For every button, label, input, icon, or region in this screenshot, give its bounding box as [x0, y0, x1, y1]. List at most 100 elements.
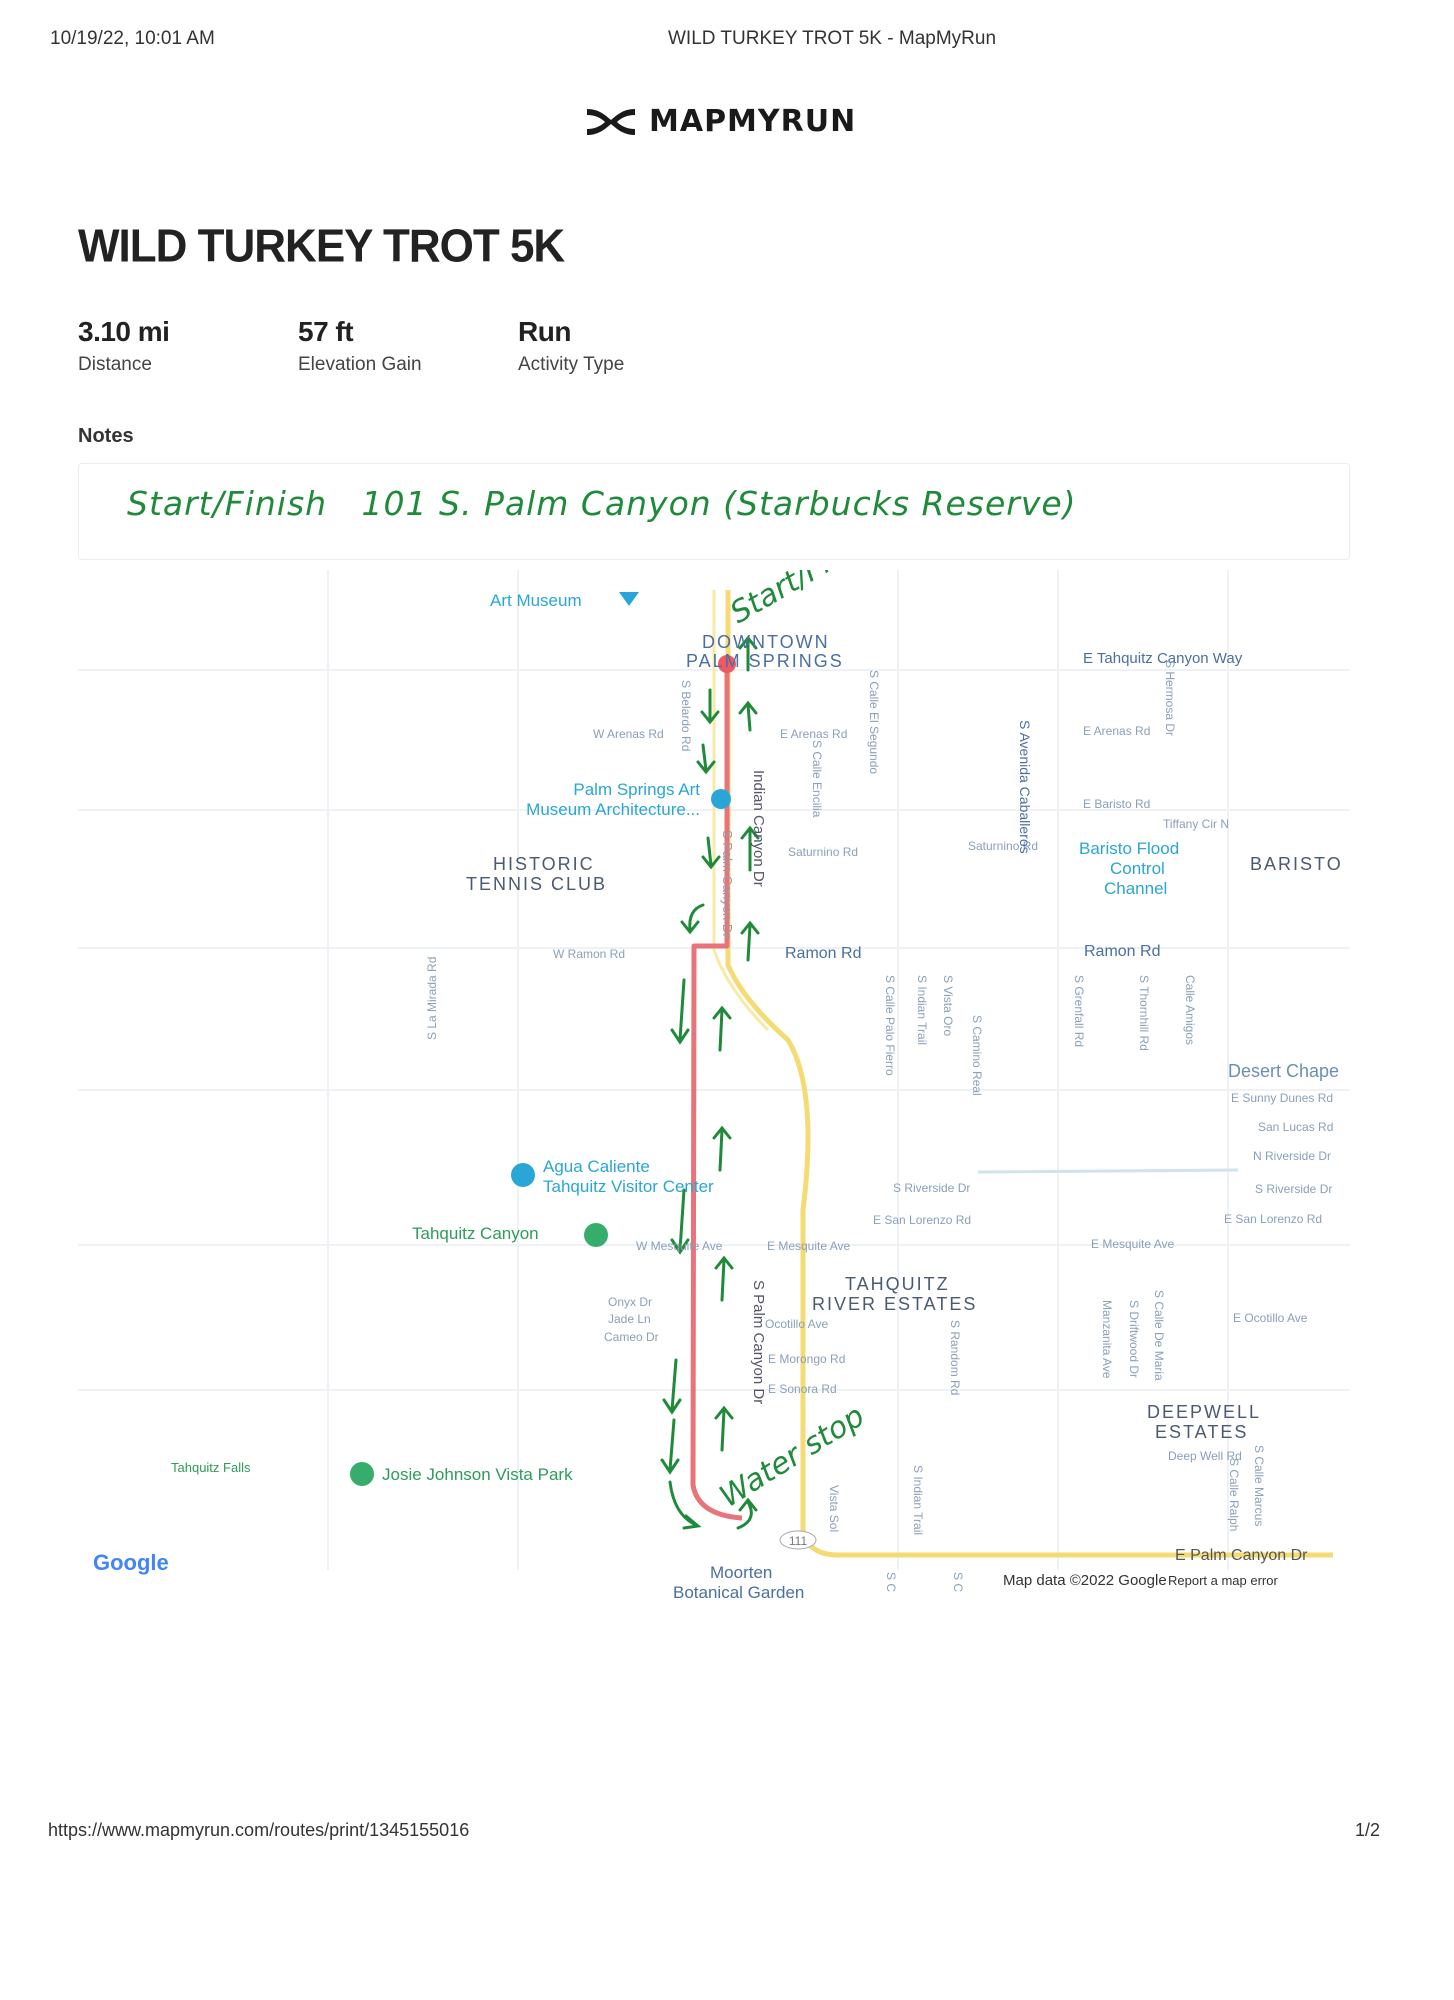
place-label: HISTORIC: [493, 854, 595, 874]
street-label: S Riverside Dr: [893, 1181, 970, 1195]
street-label: S C: [951, 1572, 965, 1592]
stat-label: Distance: [78, 354, 152, 375]
place-label: ESTATES: [1155, 1422, 1248, 1442]
place-label[interactable]: Agua Caliente: [543, 1157, 650, 1176]
street-label: E Ocotillo Ave: [1233, 1311, 1308, 1325]
stat-distance: 3.10 mi Distance: [78, 316, 170, 376]
street-label: E San Lorenzo Rd: [1224, 1212, 1322, 1226]
notes-box: Start/Finish 101 S. Palm Canyon (Starbuc…: [78, 463, 1350, 560]
route-map[interactable]: 111 Start/Finish Water stop: [78, 570, 1350, 1600]
place-label[interactable]: Tahquitz Visitor Center: [543, 1177, 714, 1196]
visitor-center-icon[interactable]: [511, 1163, 535, 1187]
street-label: S Palm Canyon Dr: [750, 1280, 767, 1404]
street-labels: E Tahquitz Canyon Way W Arenas Rd E Aren…: [553, 650, 1333, 1564]
print-page-title: WILD TURKEY TROT 5K - MapMyRun: [668, 28, 997, 49]
street-label: San Lucas Rd: [1258, 1120, 1333, 1134]
street-label: W Mesquite Ave: [636, 1239, 723, 1253]
street-label: Manzanita Ave: [1100, 1300, 1114, 1379]
street-label: S Hermosa Dr: [1163, 660, 1177, 736]
place-label: PALM SPRINGS: [686, 651, 844, 671]
street-label: S Indian Trail: [911, 1465, 925, 1535]
street-label: S Indian Trail: [915, 975, 929, 1045]
park-icon[interactable]: [584, 1223, 608, 1247]
place-label: TENNIS CLUB: [466, 874, 607, 894]
street-label: S Grenfall Rd: [1072, 975, 1086, 1047]
street-label: Saturnino Rd: [968, 839, 1038, 853]
street-label: S Calle De Maria: [1152, 1290, 1166, 1381]
street-label: Vista Sol: [827, 1485, 841, 1532]
under-armour-logo-icon: [587, 108, 635, 135]
print-datetime: 10/19/22, 10:01 AM: [50, 28, 215, 49]
route-title: WILD TURKEY TROT 5K: [78, 220, 565, 273]
map-data-attribution: Map data ©2022 Google: [1003, 1572, 1167, 1589]
report-map-error-link[interactable]: Report a map error: [1168, 1573, 1278, 1588]
route-line: [690, 664, 743, 1521]
street-label: Deep Well Rd: [1168, 1449, 1242, 1463]
street-label: Cameo Dr: [604, 1330, 659, 1344]
art-museum-icon[interactable]: [619, 592, 639, 606]
park-icon[interactable]: [350, 1462, 374, 1486]
route-arrows: [660, 635, 760, 1530]
stat-value: 57 ft: [298, 316, 354, 347]
street-label: Saturnino Rd: [788, 845, 858, 859]
stat-activity-type: Run Activity Type: [518, 316, 624, 376]
vertical-street-labels: Indian Canyon Dr S Palm Canyon Dr S Palm…: [425, 660, 1266, 1592]
place-label[interactable]: Baristo Flood: [1079, 839, 1179, 858]
street-label: Ramon Rd: [785, 945, 861, 962]
stat-value: Run: [518, 316, 571, 347]
street-label: E Palm Canyon Dr: [1175, 1547, 1308, 1564]
street-label: E Mesquite Ave: [1091, 1237, 1174, 1251]
street-label: Ramon Rd: [1084, 943, 1160, 960]
place-label[interactable]: Tahquitz Falls: [171, 1460, 251, 1475]
street-label: S Calle El Segundo: [867, 670, 881, 774]
map-svg[interactable]: 111 Start/Finish Water stop: [78, 570, 1350, 1600]
place-label[interactable]: Museum Architecture...: [526, 800, 700, 819]
street-label: 111: [789, 1534, 808, 1548]
stat-label: Activity Type: [518, 354, 625, 375]
place-label: Moorten: [710, 1563, 772, 1582]
place-label[interactable]: Control: [1110, 859, 1165, 878]
place-label[interactable]: Josie Johnson Vista Park: [382, 1465, 573, 1484]
place-label: DEEPWELL: [1147, 1402, 1261, 1422]
place-label[interactable]: Channel: [1104, 879, 1167, 898]
street-label: S Avenida Caballeros: [1017, 720, 1033, 854]
stat-label: Elevation Gain: [298, 354, 422, 375]
street-label: E Baristo Rd: [1083, 797, 1150, 811]
street-label: S Palm Canyon Dr: [720, 830, 735, 938]
place-label[interactable]: Tahquitz Canyon: [412, 1224, 539, 1243]
start-marker[interactable]: [718, 655, 736, 673]
handwritten-note: Start/Finish 101 S. Palm Canyon (Starbuc…: [127, 484, 1077, 523]
street-label: S Riverside Dr: [1255, 1182, 1332, 1196]
street-label: S Calle Palo Fierro: [883, 975, 897, 1076]
street-label: E Sunny Dunes Rd: [1231, 1091, 1333, 1105]
print-page-number: 1/2: [1355, 1820, 1381, 1840]
museum-icon[interactable]: [711, 789, 731, 809]
street-label: S C: [884, 1572, 898, 1592]
place-label: Botanical Garden: [673, 1583, 804, 1600]
street-label: S Belardo Rd: [679, 680, 693, 751]
street-label: E Sonora Rd: [768, 1382, 837, 1396]
brand-logo[interactable]: MAPMYRUN: [585, 104, 856, 139]
street-label: N Riverside Dr: [1253, 1149, 1331, 1163]
street-label: S Calle Ralph: [1227, 1458, 1241, 1531]
place-label[interactable]: Art Museum: [490, 591, 582, 610]
street-label: E San Lorenzo Rd: [873, 1213, 971, 1227]
street-label: S Calle Marcus: [1252, 1445, 1266, 1526]
place-label[interactable]: Palm Springs Art: [573, 780, 700, 799]
print-url[interactable]: https://www.mapmyrun.com/routes/print/13…: [48, 1820, 470, 1840]
street-label: Onyx Dr: [608, 1295, 652, 1309]
street-label: S La Mirada Rd: [425, 957, 439, 1040]
street-label: W Ramon Rd: [553, 947, 625, 961]
street-label: S Driftwood Dr: [1127, 1300, 1141, 1378]
street-label: S Vista Oro: [941, 975, 955, 1036]
street-label: Tiffany Cir N: [1163, 817, 1229, 831]
street-label: E Morongo Rd: [768, 1352, 845, 1366]
place-label: Desert Chape: [1228, 1061, 1339, 1081]
street-label: Jade Ln: [608, 1312, 651, 1326]
street-label: E Arenas Rd: [780, 727, 847, 741]
street-label: S Calle Encilia: [810, 740, 824, 818]
street-label: E Mesquite Ave: [767, 1239, 850, 1253]
street-label: Ocotillo Ave: [765, 1317, 828, 1331]
stat-elevation: 57 ft Elevation Gain: [298, 316, 422, 376]
notes-label: Notes: [78, 425, 134, 447]
